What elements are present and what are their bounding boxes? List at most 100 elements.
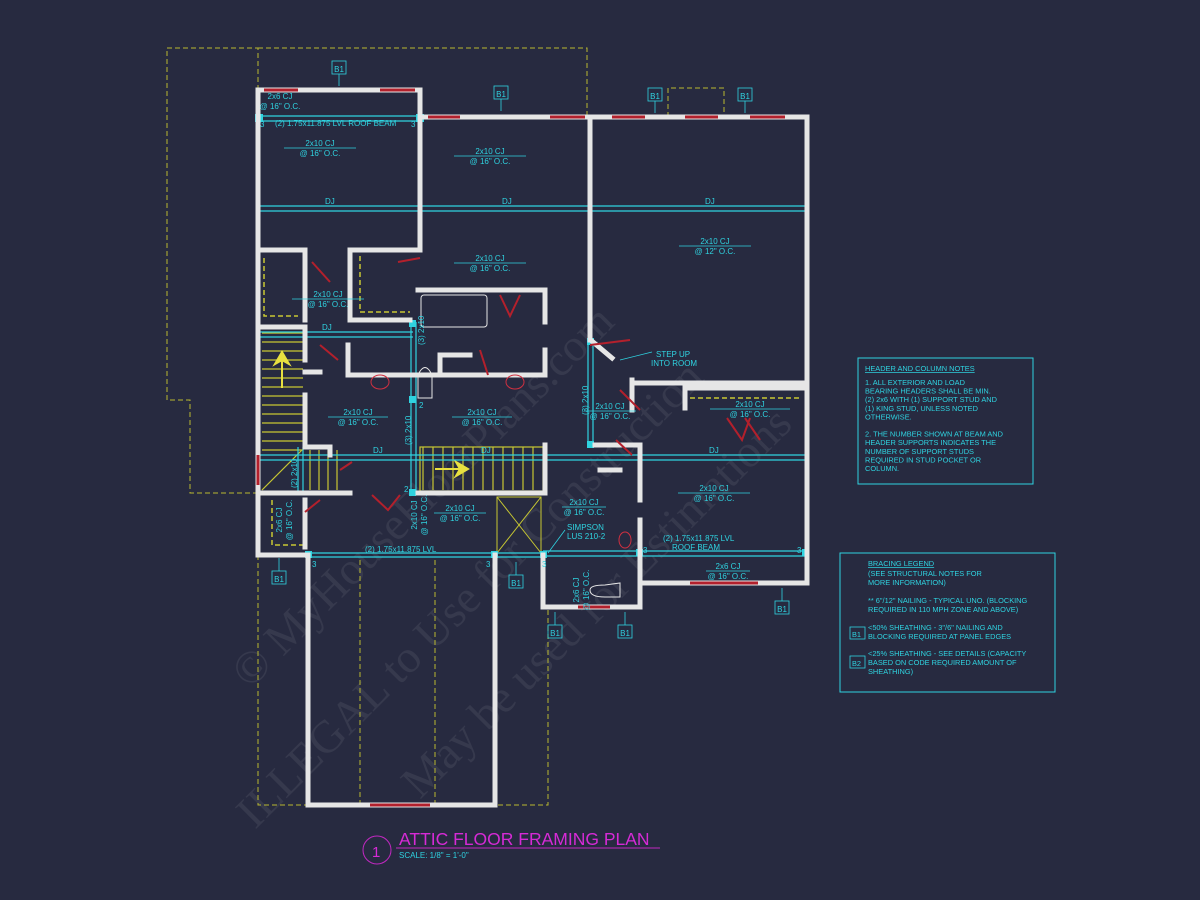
joist-label: 2x6 CJ@ 16" O.C. (260, 92, 301, 111)
joist-spacing: @ 16" O.C. (300, 149, 341, 158)
joist-label: 2x10 CJ@ 16" O.C. (454, 147, 526, 166)
simpson-text-1: SIMPSON (567, 523, 604, 532)
joist-size: 2x6 CJ (572, 578, 581, 603)
header-note-line: (1) KING STUD, UNLESS NOTED (865, 404, 978, 413)
bracing-tag-text: B1 (740, 92, 750, 101)
bearing-number: 3 (542, 560, 547, 569)
bathroom-fixtures (417, 294, 621, 598)
windows-doors (256, 88, 785, 807)
drawing-title: ATTIC FLOOR FRAMING PLAN (399, 829, 650, 849)
joist-size: 2x10 CJ (700, 237, 729, 246)
joist-label: 2x10 CJ@ 16" O.C. (710, 400, 790, 419)
joist-size: 2x10 CJ (410, 500, 419, 529)
step-up-callout: STEP UP INTO ROOM (619, 350, 697, 368)
bearing-number: 3 (486, 560, 491, 569)
header-note-line: REQUIRED IN STUD POCKET OR (865, 455, 981, 464)
bracing-tag-text: B1 (777, 605, 787, 614)
joist-size: 2x10 CJ (569, 498, 598, 507)
header-note-line: 2. THE NUMBER SHOWN AT BEAM AND (865, 430, 1003, 439)
dj-labels: DJ DJ DJ DJ DJ DJ DJ (322, 197, 719, 455)
header-column-notes-box: HEADER AND COLUMN NOTES 1. ALL EXTERIOR … (857, 357, 1034, 485)
bracing-tag-b1: B1 (331, 60, 347, 86)
bracing-tag-b1: B1 (774, 588, 790, 615)
joist-size: 2x10 CJ (475, 254, 504, 263)
joist-spacing: @ 16" O.C. (260, 102, 301, 111)
bracing-tag-text: B1 (511, 579, 521, 588)
bracing-tag-b1: B1 (647, 87, 663, 113)
joist-label: 2x10 CJ@ 16" O.C. (410, 495, 429, 536)
bracing-tag-text: B1 (496, 90, 506, 99)
step-up-text-2: INTO ROOM (651, 359, 697, 368)
joist-spacing: @ 16" O.C. (285, 500, 294, 541)
b2-text-2: BASED ON CODE REQUIRED AMOUNT OF (868, 658, 1017, 667)
joist-size: 2x6 CJ (268, 92, 293, 101)
b2-text-3: SHEATHING) (868, 667, 913, 676)
joist-label: 2x6 CJ@ 16" O.C. (275, 500, 294, 541)
joist-size: 2x10 CJ (467, 408, 496, 417)
simpson-callout: SIMPSON LUS 210-2 (547, 523, 606, 554)
bracing-tag-text: B1 (650, 92, 660, 101)
joist-label: 2x10 CJ@ 16" O.C. (562, 498, 606, 517)
header-note-line: COLUMN. (865, 464, 899, 473)
dj-label: DJ (325, 197, 335, 206)
bearing-number: 3 (312, 560, 317, 569)
bracing-legend-title: BRACING LEGEND (868, 559, 934, 568)
bracing-tag-b1: B1 (508, 562, 524, 589)
joist-label: 2x10 CJ@ 16" O.C. (584, 402, 636, 421)
joist-spacing: @ 16" O.C. (582, 570, 591, 611)
joist-label: 2x10 CJ@ 16" O.C. (434, 504, 486, 523)
top-roof-beam-label: (2) 1.75x11.875 LVL ROOF BEAM (275, 119, 397, 128)
toilet-icon-2 (589, 582, 621, 598)
step-up-text-1: STEP UP (656, 350, 690, 359)
joist-label: 2x10 CJ@ 16" O.C. (284, 139, 356, 158)
joist-spacing: @ 16" O.C. (440, 514, 481, 523)
joist-size: 2x6 CJ (716, 562, 741, 571)
joist-label: 2x10 CJ@ 16" O.C. (678, 484, 750, 503)
bracing-subtitle-1: (SEE STRUCTURAL NOTES FOR (868, 569, 982, 578)
bracing-legend-box: BRACING LEGEND (SEE STRUCTURAL NOTES FOR… (839, 552, 1056, 693)
bracing-tag-b1: B1 (617, 612, 633, 639)
bearing-number: 3 (260, 120, 265, 129)
simpson-text-2: LUS 210-2 (567, 532, 606, 541)
walls (255, 87, 810, 808)
b1-text-2: BLOCKING REQUIRED AT PANEL EDGES (868, 632, 1011, 641)
dj-label: DJ (322, 323, 332, 332)
joist-label: 2x10 CJ@ 16" O.C. (454, 254, 526, 273)
bracing-typical-1: ** 6"/12" NAILING - TYPICAL UNO. (BLOCKI… (868, 596, 1028, 605)
header-label: (3) 2x10 (417, 315, 426, 345)
joist-spacing: @ 16" O.C. (564, 508, 605, 517)
bathtub-icon (420, 294, 488, 328)
joist-size: 2x10 CJ (699, 484, 728, 493)
joist-spacing: @ 16" O.C. (420, 495, 429, 536)
joist-label: 2x6 CJ@ 16" O.C. (706, 562, 750, 581)
dj-label: DJ (373, 446, 383, 455)
toilet-icon (417, 367, 433, 399)
sink-icons (370, 374, 632, 549)
bracing-subtitle-2: MORE INFORMATION) (868, 578, 946, 587)
joist-size: 2x10 CJ (445, 504, 474, 513)
dj-label: DJ (709, 446, 719, 455)
header-note-line: (2) 2x6 WITH (1) SUPPORT STUD AND (865, 395, 997, 404)
bracing-tag-b1: B1 (547, 612, 563, 639)
bracing-tag-b1: B1 (493, 85, 509, 111)
header-label: (3) 2x10 (581, 385, 590, 415)
stairs (261, 332, 546, 492)
bracing-typical-2: REQUIRED IN 110 MPH ZONE AND ABOVE) (868, 605, 1018, 614)
header-note-line: OTHERWISE. (865, 412, 912, 421)
joist-spacing: @ 12" O.C. (695, 247, 736, 256)
bearing-number: 3 (411, 120, 416, 129)
joist-label: 2x10 CJ@ 16" O.C. (328, 408, 388, 427)
garage-beam-label: (2) 1.75x11.875 LVL (365, 545, 437, 554)
bracing-tag-text: B1 (550, 629, 560, 638)
stair-right-arrow-icon (435, 459, 470, 479)
joist-size: 2x10 CJ (305, 139, 334, 148)
b1-text-1: <50% SHEATHING - 3"/6" NAILING AND (868, 623, 1003, 632)
joist-size: 2x10 CJ (735, 400, 764, 409)
dj-label: DJ (502, 197, 512, 206)
joist-spacing: @ 16" O.C. (590, 412, 631, 421)
drawing-scale: SCALE: 1/8" = 1'-0" (399, 851, 469, 860)
header-note-line: NUMBER OF SUPPORT STUDS (865, 447, 974, 456)
b2-legend-tag: B2 (852, 659, 861, 668)
